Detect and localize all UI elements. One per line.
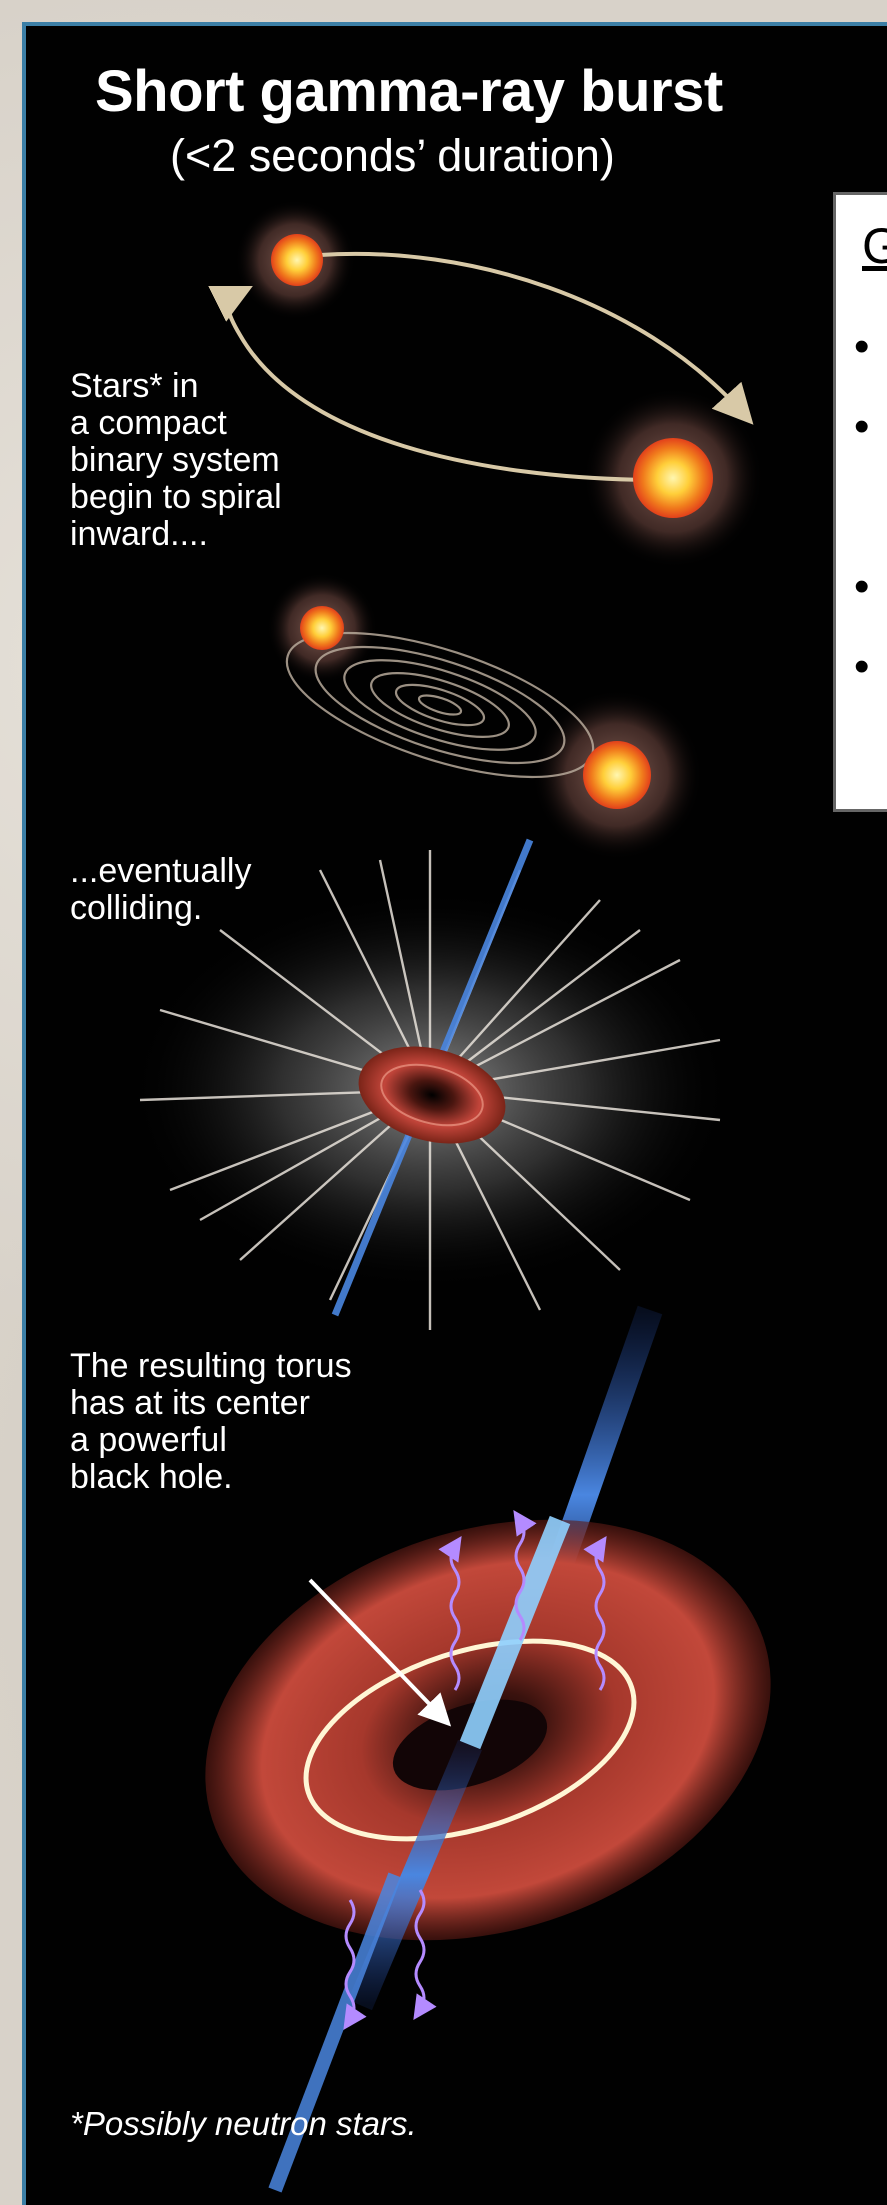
diagram-subtitle: (<2 seconds’ duration) xyxy=(170,130,615,181)
footnote: *Possibly neutron stars. xyxy=(70,2105,417,2142)
diagram-title: Short gamma-ray burst xyxy=(95,59,723,124)
star-icon xyxy=(583,741,651,809)
caption-torus: The resulting torus has at its center a … xyxy=(70,1347,352,1496)
torus-orbit-ring xyxy=(303,1638,637,1842)
side-text-box: G • • • • xyxy=(833,192,887,812)
binary-orbit-stage xyxy=(208,200,763,568)
star-icon xyxy=(271,234,323,286)
accretion-disk xyxy=(358,1046,506,1144)
collision-stage xyxy=(130,838,730,1330)
jet xyxy=(268,1872,402,2193)
bullet-point: • xyxy=(854,642,870,691)
disk-ring xyxy=(380,1063,484,1127)
jet-core xyxy=(459,1515,571,1750)
caption-colliding: ...eventually colliding. xyxy=(70,852,252,927)
bullet-point: • xyxy=(854,402,870,451)
torus-stage xyxy=(205,1305,771,2193)
orbit-arrow xyxy=(208,286,651,482)
star-icon xyxy=(300,606,344,650)
jet xyxy=(348,1739,482,2011)
inspiral-stage xyxy=(267,573,702,860)
pointer-arrow xyxy=(308,1578,452,1727)
bullet-point: • xyxy=(854,322,870,371)
text-box-heading: G xyxy=(862,217,887,275)
bullet-point: • xyxy=(854,562,870,611)
caption-binary-system: Stars* in a compact binary system begin … xyxy=(70,367,282,553)
orbit-arrow xyxy=(319,251,754,425)
gravitational-waves xyxy=(343,1510,607,2030)
star-icon xyxy=(633,438,713,518)
